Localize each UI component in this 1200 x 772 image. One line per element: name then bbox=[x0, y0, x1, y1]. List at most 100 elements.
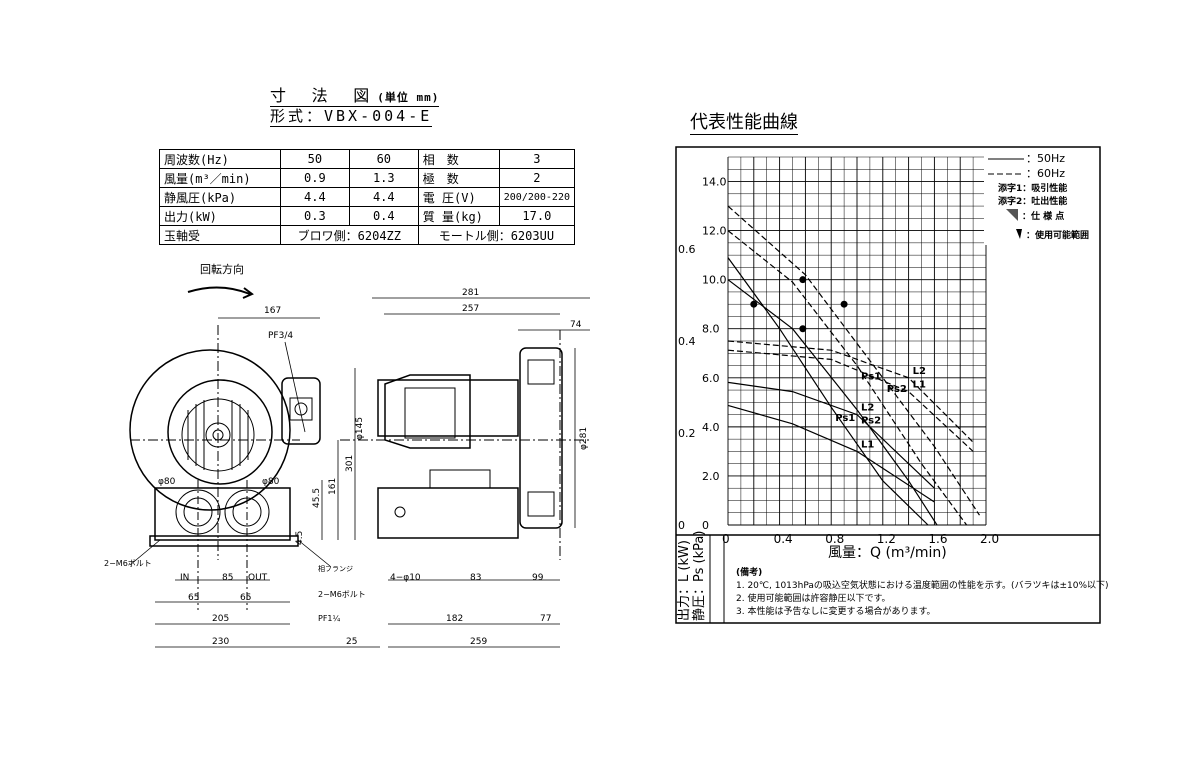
dim-phi145: φ145 bbox=[355, 417, 365, 440]
label-pf114: PF1¼ bbox=[318, 614, 341, 623]
spec-point bbox=[840, 300, 848, 308]
y-axis-label-power: 出力：L (kW) bbox=[677, 540, 692, 621]
dim-205: 205 bbox=[212, 614, 229, 624]
dim-257: 257 bbox=[462, 304, 479, 314]
chart-grid bbox=[727, 156, 987, 526]
table-row: 玉軸受 ブロワ側：6204ZZ モートル側：6203UU bbox=[159, 225, 576, 245]
curve-l1-60hz bbox=[727, 349, 974, 452]
y-tick-label-pressure: 14.0 bbox=[702, 176, 727, 189]
y-tick-label-pressure: 0 bbox=[702, 519, 709, 532]
legend-50hz: ：50Hz bbox=[1026, 152, 1065, 165]
spec-point bbox=[799, 276, 807, 284]
dim-65-a: 65 bbox=[188, 593, 199, 603]
curve-l2-50hz bbox=[727, 381, 935, 489]
dim-74: 74 bbox=[570, 320, 582, 330]
dim-45-5: 45.5 bbox=[312, 488, 322, 508]
curve-ps2-50hz bbox=[727, 279, 938, 526]
x-tick-label: 0 bbox=[722, 532, 730, 546]
y-tick-label-power: 0.4 bbox=[678, 335, 696, 348]
curve-ps1-50hz bbox=[727, 257, 929, 526]
dim-phi281: φ281 bbox=[579, 427, 589, 450]
table-cell: 相 数 bbox=[417, 149, 500, 169]
remark-3: 3. 本性能は予告なしに変更する場合があります。 bbox=[736, 605, 936, 617]
label-out: OUT bbox=[248, 573, 268, 583]
dim-phi10: 4−φ10 bbox=[390, 573, 421, 583]
dim-301: 301 bbox=[345, 455, 355, 472]
side-view bbox=[340, 330, 590, 560]
legend-box bbox=[984, 149, 1098, 245]
dim-281: 281 bbox=[462, 288, 479, 298]
model-label: 形式：VBX-004-E bbox=[270, 107, 433, 127]
curve-label: Ps2 bbox=[861, 416, 881, 427]
curve-label: Ps2 bbox=[887, 384, 907, 395]
dim-phi80-in: φ80 bbox=[158, 477, 176, 487]
table-cell: 風量(m³／min) bbox=[159, 168, 281, 188]
dim-4-5: 4.5 bbox=[295, 531, 305, 545]
x-tick-label: 1.2 bbox=[877, 532, 896, 546]
table-cell: 17.0 bbox=[498, 206, 576, 226]
dim-85: 85 bbox=[222, 573, 233, 583]
legend-range: ：使用可能範囲 bbox=[1026, 229, 1089, 241]
curve-label: L2 bbox=[861, 403, 874, 414]
table-cell: 極 数 bbox=[417, 168, 500, 188]
front-view bbox=[129, 325, 321, 610]
label-flange: 相フランジ bbox=[318, 564, 353, 573]
dim-83: 83 bbox=[470, 573, 481, 583]
x-axis-label: 風量：Q (m³/min) bbox=[828, 545, 947, 561]
table-row: 出力(kW) 0.3 0.4 質 量(kg) 17.0 bbox=[159, 206, 576, 226]
dim-pf34: PF3/4 bbox=[268, 331, 293, 341]
curve-label: Ps1 bbox=[861, 372, 881, 383]
curve-l1-50hz bbox=[727, 404, 935, 503]
performance-title: 代表性能曲線 bbox=[690, 108, 798, 135]
table-cell: 4.4 bbox=[279, 187, 350, 207]
spec-point bbox=[750, 300, 758, 308]
legend-60hz: ：60Hz bbox=[1026, 167, 1065, 180]
curve-ps2-60hz bbox=[727, 205, 981, 516]
dim-65-b: 65 bbox=[240, 593, 251, 603]
x-tick-label: 0.8 bbox=[825, 532, 844, 546]
rotation-arrow-icon bbox=[187, 286, 251, 295]
y-tick-label-pressure: 2.0 bbox=[702, 470, 720, 483]
legend-subscript-2: 添字2：吐出性能 bbox=[998, 195, 1067, 207]
curve-label: Ps1 bbox=[835, 413, 855, 424]
remark-1: 1. 20℃, 1013hPaの吸込空気状態における温度範囲の性能を示す。(バラ… bbox=[736, 579, 1109, 591]
x-tick-label: 2.0 bbox=[980, 532, 999, 546]
y-tick-label-power: 0.2 bbox=[678, 427, 696, 440]
dim-25: 25 bbox=[346, 637, 357, 647]
label-m6bolt-a: 2−M6ボルト bbox=[104, 559, 152, 568]
table-cell: 玉軸受 bbox=[159, 225, 281, 245]
unit-label: (単位 mm) bbox=[377, 91, 440, 104]
dim-161: 161 bbox=[328, 478, 338, 495]
label-m6bolt-b: 2−M6ボルト bbox=[318, 590, 366, 599]
arrowhead-icon bbox=[242, 287, 254, 299]
y-tick-label-power: 0 bbox=[678, 519, 685, 532]
table-cell: ブロワ側：6204ZZ bbox=[279, 225, 419, 245]
dim-182: 182 bbox=[446, 614, 463, 624]
dim-77: 77 bbox=[540, 614, 551, 624]
dim-phi80-out: φ80 bbox=[262, 477, 280, 487]
y-tick-label-pressure: 8.0 bbox=[702, 323, 720, 336]
dim-230: 230 bbox=[212, 637, 229, 647]
drawing-title: 寸 法 図(単位 mm) bbox=[270, 82, 440, 107]
rotation-label: 回転方向 bbox=[200, 262, 244, 276]
curve-ps1-60hz bbox=[727, 230, 968, 526]
y-tick-label-pressure: 6.0 bbox=[702, 372, 720, 385]
dim-167: 167 bbox=[264, 306, 281, 316]
y-tick-label-pressure: 10.0 bbox=[702, 274, 727, 287]
curve-label: L1 bbox=[913, 380, 926, 391]
legend-subscript-1: 添字1：吸引性能 bbox=[998, 182, 1067, 194]
y-tick-label-pressure: 12.0 bbox=[702, 225, 727, 238]
y-tick-label-power: 0.6 bbox=[678, 243, 696, 256]
legend-spec-point: ：仕 様 点 bbox=[1022, 210, 1064, 222]
dim-99: 99 bbox=[532, 573, 544, 583]
chart-spec-points bbox=[750, 276, 848, 333]
x-tick-label: 1.6 bbox=[928, 532, 947, 546]
curve-label: L2 bbox=[913, 366, 926, 377]
curve-l2-60hz bbox=[727, 340, 974, 443]
spec-point-icon bbox=[1006, 209, 1018, 221]
y-axis-label-pressure: 静圧：Ps (kPa) bbox=[692, 531, 707, 621]
spec-point bbox=[799, 325, 807, 333]
x-tick-label: 0.4 bbox=[774, 532, 793, 546]
